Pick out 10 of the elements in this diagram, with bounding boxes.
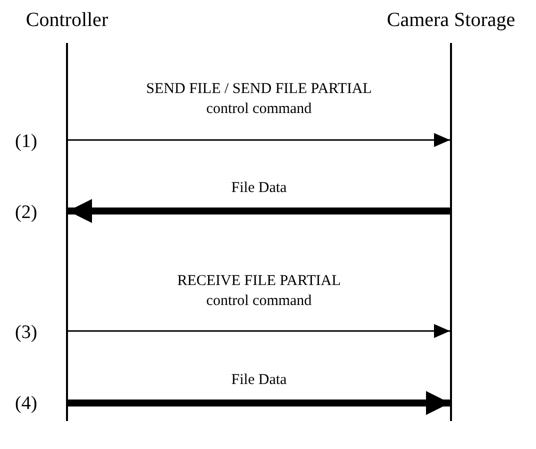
message-arrow [68, 199, 450, 223]
step-number: (2) [15, 202, 38, 224]
message-arrow [68, 391, 450, 415]
participant-name: Camera Storage [386, 9, 516, 31]
participant-name: Controller [26, 9, 108, 31]
step-number: (4) [15, 393, 38, 415]
message-arrow [68, 133, 450, 147]
step-number: (3) [15, 322, 38, 344]
message-arrow [68, 324, 450, 338]
step-number: (1) [15, 131, 38, 153]
